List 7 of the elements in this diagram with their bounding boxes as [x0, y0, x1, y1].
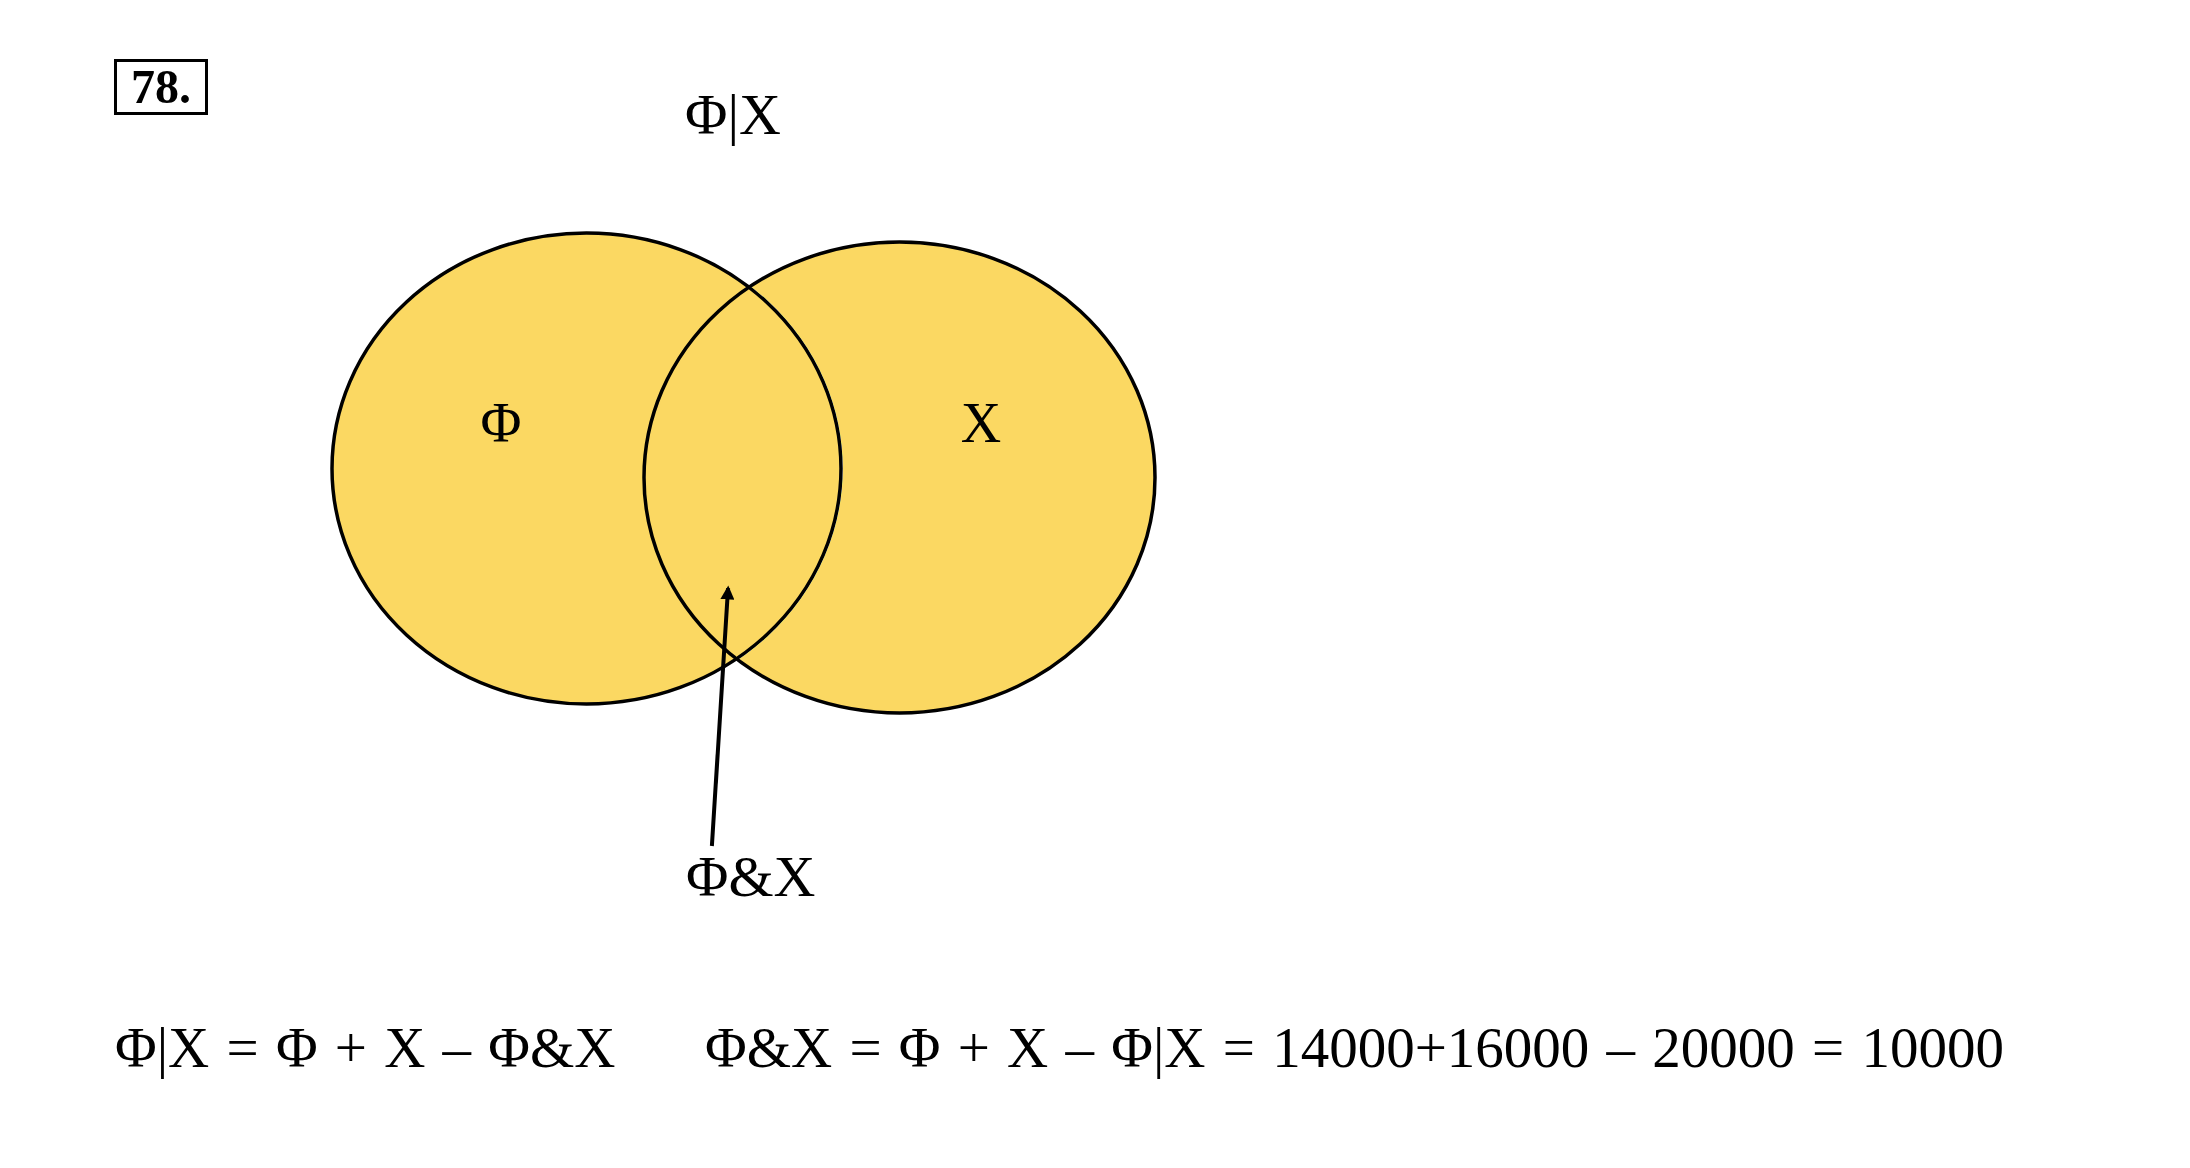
problem-number: 78.	[114, 59, 208, 115]
set-label: Φ	[480, 395, 522, 451]
intersection-label: Φ&X	[686, 848, 816, 906]
union-label: Φ|X	[685, 86, 781, 144]
leader-line	[709, 585, 735, 847]
set-label: X	[960, 395, 1002, 451]
venn-circle	[642, 240, 1157, 715]
